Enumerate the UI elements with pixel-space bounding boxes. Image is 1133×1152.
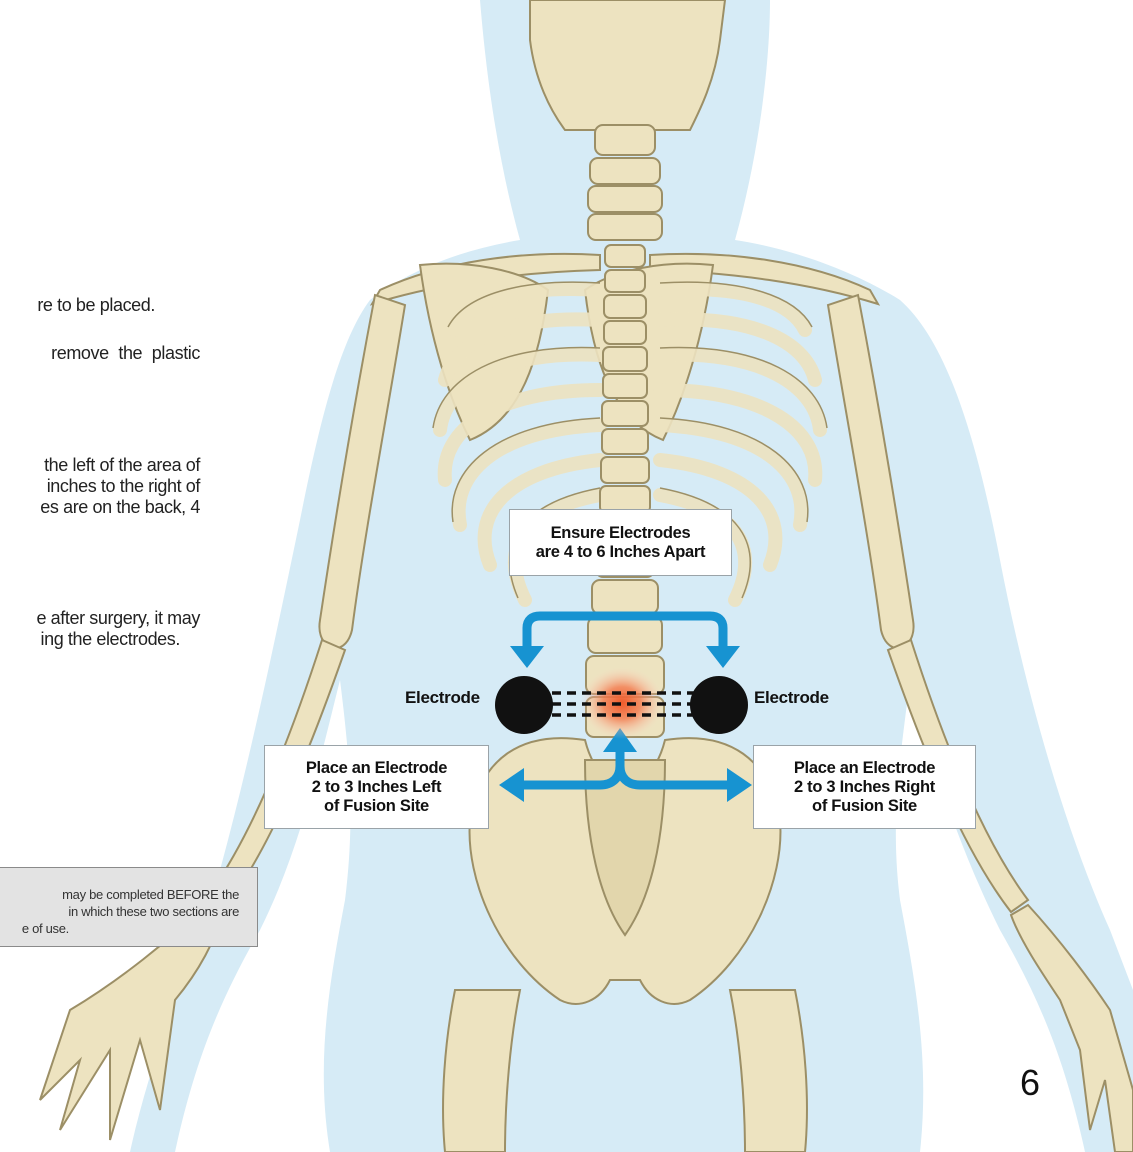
instruction-line: e after surgery, it may [36,608,200,629]
left-placement-callout: Place an Electrode 2 to 3 Inches Left of… [264,745,489,829]
callout-line: of Fusion Site [265,797,488,816]
callout-line: Place an Electrode [754,759,975,778]
callout-line: 2 to 3 Inches Right [754,778,975,797]
note-box: may be completed BEFORE the in which the… [0,867,258,947]
spacing-callout: Ensure Electrodes are 4 to 6 Inches Apar… [509,509,732,576]
instruction-line: re to be placed. [37,295,155,316]
fusion-site [580,667,664,739]
callout-line: 2 to 3 Inches Left [265,778,488,797]
skull [530,0,725,130]
callout-line: Place an Electrode [265,759,488,778]
note-line: in which these two sections are [68,903,239,920]
left-electrode [495,676,553,734]
instruction-line: the left of the area of [44,455,200,476]
instruction-line: ing the electrodes. [41,629,181,650]
right-electrode [690,676,748,734]
instruction-line: remove the plastic [51,343,200,364]
right-electrode-label: Electrode [754,688,829,708]
instruction-line: es are on the back, 4 [40,497,200,518]
note-line: e of use. [22,920,69,937]
left-electrode-label: Electrode [405,688,480,708]
right-placement-callout: Place an Electrode 2 to 3 Inches Right o… [753,745,976,829]
callout-line: Ensure Electrodes [510,524,731,543]
instruction-line: inches to the right of [47,476,200,497]
page-number: 6 [1020,1062,1040,1104]
callout-line: of Fusion Site [754,797,975,816]
callout-line: are 4 to 6 Inches Apart [510,543,731,562]
note-line: may be completed BEFORE the [62,886,239,903]
